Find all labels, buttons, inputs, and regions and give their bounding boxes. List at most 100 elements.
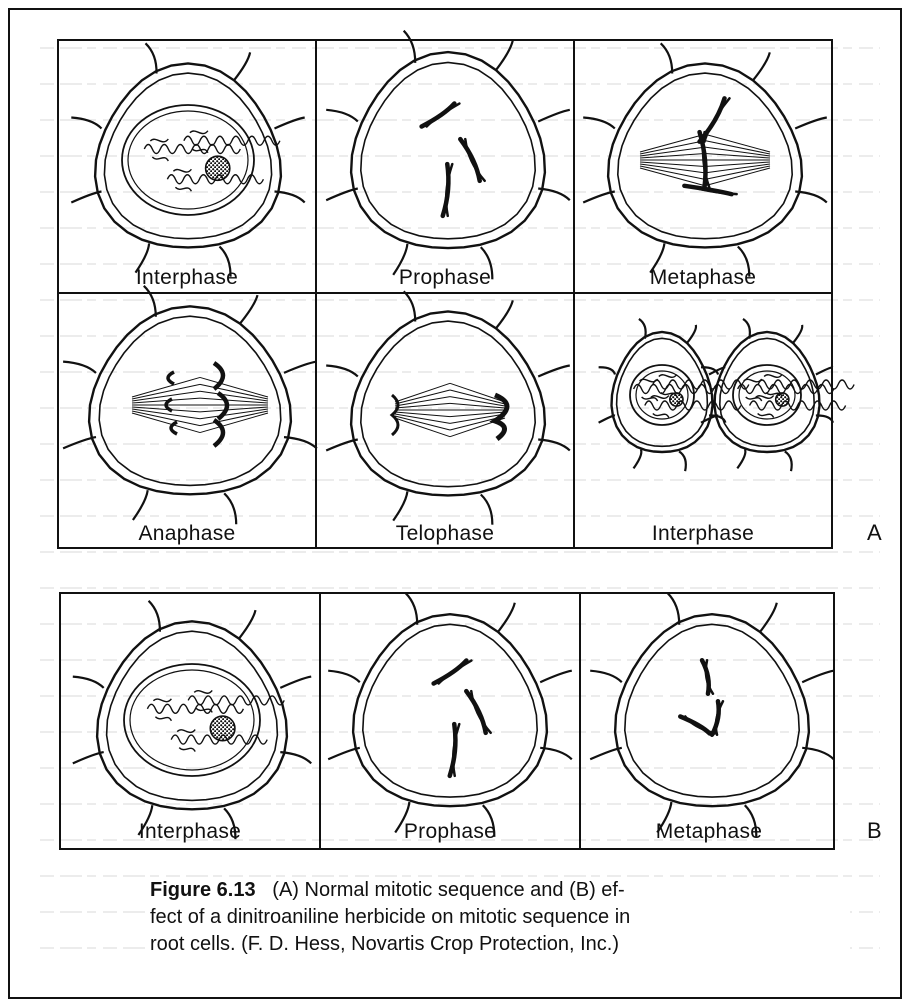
spindle-fibre bbox=[200, 409, 268, 419]
spindle-fibre bbox=[200, 384, 268, 399]
neighbour-wall bbox=[404, 31, 416, 63]
neighbour-wall bbox=[816, 367, 833, 374]
spindle-fibre bbox=[395, 397, 450, 406]
spindle-fibre bbox=[395, 412, 450, 417]
spindle-fibre bbox=[200, 398, 268, 403]
nuclear-envelope-inner bbox=[128, 111, 248, 209]
set-letter-a: A bbox=[867, 520, 882, 546]
neighbour-wall bbox=[144, 286, 156, 317]
label-a-interphase-2: Interphase bbox=[574, 522, 832, 546]
spindle-fibre bbox=[132, 409, 200, 419]
neighbour-wall bbox=[326, 189, 358, 201]
label-a-anaphase: Anaphase bbox=[58, 522, 316, 546]
neighbour-wall bbox=[406, 593, 418, 625]
chromatid bbox=[427, 104, 460, 127]
nuclear-envelope bbox=[733, 365, 801, 425]
spindle-fibre bbox=[450, 412, 505, 417]
label-b-metaphase: Metaphase bbox=[580, 820, 838, 844]
neighbour-wall bbox=[753, 52, 770, 80]
caption-line-1: (A) Normal mitotic sequence and (B) ef- bbox=[272, 879, 624, 901]
nuclear-envelope bbox=[124, 664, 260, 776]
neighbour-wall bbox=[404, 291, 416, 321]
neighbour-wall bbox=[679, 451, 686, 471]
neighbour-wall bbox=[496, 40, 513, 70]
neighbour-wall bbox=[634, 449, 642, 468]
neighbour-wall bbox=[785, 451, 792, 471]
chromosome bbox=[214, 363, 223, 389]
neighbour-wall bbox=[816, 415, 833, 422]
nucleolus bbox=[206, 156, 230, 180]
neighbour-wall bbox=[737, 449, 745, 468]
chromatin bbox=[188, 696, 284, 705]
neighbour-wall bbox=[481, 495, 493, 525]
chromosome bbox=[168, 372, 174, 384]
nuclear-envelope bbox=[630, 365, 694, 425]
neighbour-wall bbox=[668, 593, 680, 625]
spindle-fibre bbox=[395, 416, 450, 430]
label-a-interphase: Interphase bbox=[58, 266, 316, 290]
cell-a-interphase bbox=[71, 43, 304, 276]
nuclear-envelope bbox=[122, 105, 254, 215]
cell-wall bbox=[351, 52, 545, 248]
label-b-prophase: Prophase bbox=[320, 820, 580, 844]
neighbour-wall bbox=[224, 493, 236, 524]
spindle-fibre bbox=[132, 391, 200, 401]
spindle-fibre bbox=[132, 413, 200, 433]
spindle-fibre bbox=[132, 411, 200, 426]
cell-b-prophase bbox=[328, 593, 572, 837]
cell-b-metaphase bbox=[590, 593, 834, 837]
neighbour-wall bbox=[328, 671, 360, 683]
caption-figure-number: Figure 6.13 bbox=[150, 879, 256, 901]
spindle-fibre bbox=[395, 390, 450, 404]
label-b-interphase: Interphase bbox=[60, 820, 320, 844]
caption-line-2: fect of a dinitroaniline herbicide on mi… bbox=[150, 904, 850, 931]
neighbour-wall bbox=[687, 325, 696, 343]
nuclear-envelope-inner bbox=[130, 670, 254, 770]
neighbour-wall bbox=[496, 300, 513, 328]
spindle-fibre bbox=[450, 383, 505, 402]
chromatin bbox=[147, 704, 243, 713]
neighbour-wall bbox=[760, 603, 777, 632]
chromosome bbox=[392, 395, 398, 435]
chromosome bbox=[422, 104, 455, 127]
figure-caption: Figure 6.13 (A) Normal mitotic sequence … bbox=[150, 877, 850, 958]
spindle-fibre bbox=[200, 377, 268, 397]
neighbour-wall bbox=[149, 601, 160, 632]
neighbour-wall bbox=[63, 437, 96, 448]
label-a-metaphase: Metaphase bbox=[574, 266, 832, 290]
cell-a-interphase-daughters bbox=[599, 319, 855, 471]
set-letter-b: B bbox=[867, 818, 882, 844]
spindle-fibre bbox=[200, 391, 268, 401]
neighbour-wall bbox=[498, 603, 515, 632]
neighbour-wall bbox=[71, 192, 101, 203]
neighbour-wall bbox=[73, 677, 104, 688]
neighbour-wall bbox=[590, 748, 622, 760]
neighbour-wall bbox=[328, 748, 360, 760]
spindle-fibre bbox=[200, 413, 268, 433]
label-a-telophase: Telophase bbox=[316, 522, 574, 546]
cell-membrane bbox=[625, 624, 799, 797]
spindle-fibre bbox=[200, 411, 268, 426]
nucleolus bbox=[210, 716, 235, 741]
cell-membrane bbox=[107, 631, 278, 800]
spindle-fibre bbox=[395, 383, 450, 402]
label-a-prophase: Prophase bbox=[316, 266, 574, 290]
neighbour-wall bbox=[234, 52, 250, 80]
spindle-fibre bbox=[395, 418, 450, 437]
chromosome bbox=[171, 422, 177, 434]
neighbour-wall bbox=[793, 325, 802, 343]
cell-wall bbox=[97, 621, 287, 809]
cell-wall bbox=[612, 332, 713, 452]
chromosome bbox=[214, 420, 223, 446]
neighbour-wall bbox=[73, 752, 104, 763]
neighbour-wall bbox=[599, 415, 615, 422]
spindle-fibre bbox=[132, 384, 200, 399]
spindle-fibre bbox=[395, 414, 450, 423]
caption-line-3: root cells. (F. D. Hess, Novartis Crop P… bbox=[150, 931, 850, 958]
neighbour-wall bbox=[802, 671, 834, 683]
neighbour-wall bbox=[590, 671, 622, 683]
neighbour-wall bbox=[540, 671, 572, 683]
chromosome bbox=[434, 661, 467, 684]
cell-membrane bbox=[99, 316, 281, 485]
